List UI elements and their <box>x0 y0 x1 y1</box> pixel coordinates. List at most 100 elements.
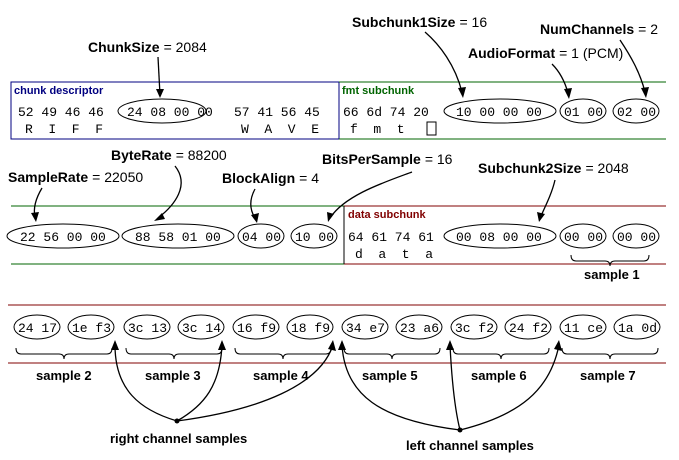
subchunk1-size-annotation: Subchunk1Size= 16 <box>352 14 487 98</box>
sample-1-label: sample 1 <box>584 267 640 282</box>
audio-format-ellipse <box>559 98 607 124</box>
riff-bytes: 52 49 46 46 <box>18 105 104 120</box>
chunk-descriptor-section: chunk descriptor <box>10 81 340 140</box>
right-arrowhead-1 <box>111 340 119 350</box>
sample-byte-ellipse <box>613 314 661 340</box>
sample1-right-bytes: 00 00 <box>617 230 656 245</box>
sample-byte-ellipse <box>504 314 552 340</box>
sample-byte: 24 f2 <box>509 321 548 336</box>
subchunk1-size-value: = 16 <box>459 14 487 30</box>
space-char-box <box>426 121 437 136</box>
num-channels-ellipse <box>612 98 660 124</box>
sample-byte-ellipse <box>13 314 61 340</box>
sample-rate-ellipse <box>6 223 120 249</box>
audio-format-arrowhead <box>564 88 572 99</box>
left-channel-arrow-1 <box>341 344 461 431</box>
block-align-name: BlockAlign <box>222 170 295 186</box>
sample-byte-ellipse <box>67 314 115 340</box>
subchunk2-size-arrowhead <box>537 212 545 222</box>
left-channel-arrow-2 <box>449 344 461 431</box>
sample1-right-ellipse <box>612 223 660 249</box>
block-align-annotation: BlockAlign= 4 <box>222 170 319 223</box>
right-channel-arrow-1 <box>114 344 178 422</box>
chunk-descriptor-label: chunk descriptor <box>14 85 104 97</box>
sample1-left-ellipse <box>559 223 607 249</box>
right-channel-arrow-2 <box>176 344 223 422</box>
sample-byte-ellipse <box>177 314 225 340</box>
svg-text:Subchunk1Size= 16: Subchunk1Size= 16 <box>352 14 487 30</box>
subchunk2-size-arrow <box>539 179 556 219</box>
sample-byte-ellipse <box>450 314 498 340</box>
fmt-chars: f m t <box>350 122 405 137</box>
sample-byte-ellipse <box>232 314 280 340</box>
sample-6-label: sample 6 <box>471 368 527 383</box>
num-channels-arrowhead <box>641 87 649 98</box>
fmt-subchunk-label: fmt subchunk <box>342 85 415 97</box>
chunk-size-name: ChunkSize <box>88 39 160 55</box>
subchunk2-size-bytes: 00 08 00 00 <box>456 230 542 245</box>
right-arrowhead-3 <box>328 340 336 351</box>
chunk-size-annotation: ChunkSize= 2084 <box>88 39 207 98</box>
left-arrowhead-3 <box>554 340 562 351</box>
byte-rate-name: ByteRate <box>111 147 172 163</box>
svg-text:AudioFormat= 1 (PCM): AudioFormat= 1 (PCM) <box>468 45 623 61</box>
sample-rate-bytes: 22 56 00 00 <box>20 230 106 245</box>
byte-rate-bytes: 88 58 01 00 <box>135 230 221 245</box>
subchunk2-size-annotation: Subchunk2Size= 2048 <box>478 160 629 222</box>
block-align-ellipse <box>237 223 285 249</box>
left-channel-pointers: left channel samples <box>338 340 562 453</box>
num-channels-value: = 2 <box>638 21 658 37</box>
subchunk2-size-ellipse <box>443 223 557 249</box>
bits-per-sample-ellipse <box>290 223 338 249</box>
block-align-bytes: 04 00 <box>242 230 281 245</box>
fmt-id-bytes: 66 6d 74 20 <box>343 105 429 120</box>
wave-chars: W A V E <box>241 122 319 137</box>
row3-braces <box>15 347 659 360</box>
audio-format-value: = 1 (PCM) <box>559 45 623 61</box>
sample-4-brace <box>234 347 332 360</box>
audio-format-annotation: AudioFormat= 1 (PCM) <box>468 45 623 99</box>
byte-rate-value: = 88200 <box>176 147 227 163</box>
fmt-subchunk-section-2 <box>11 205 344 265</box>
right-arrowhead-2 <box>218 340 226 350</box>
sample-7-brace <box>561 347 659 360</box>
subchunk1-size-name: Subchunk1Size <box>352 14 456 30</box>
byte-rate-arrowhead <box>154 213 165 221</box>
bits-per-sample-bytes: 10 00 <box>295 230 334 245</box>
byte-rate-annotation: ByteRate= 88200 <box>111 147 227 221</box>
sample-byte: 3c 14 <box>182 321 221 336</box>
data-id-bytes: 64 61 74 61 <box>348 230 434 245</box>
wave-bytes: 57 41 56 45 <box>234 105 320 120</box>
bits-per-sample-name: BitsPerSample <box>322 151 421 167</box>
sample-byte-ellipse <box>341 314 389 340</box>
svg-text:BlockAlign= 4: BlockAlign= 4 <box>222 170 319 186</box>
sample-byte: 1a 0d <box>618 321 657 336</box>
svg-text:BitsPerSample= 16: BitsPerSample= 16 <box>322 151 453 167</box>
fmt-subchunk-section-1: fmt subchunk <box>339 81 666 140</box>
left-arrowhead-2 <box>446 340 454 350</box>
right-channel-label: right channel samples <box>110 431 247 446</box>
sample-2-label: sample 2 <box>36 368 92 383</box>
subchunk1-size-arrow <box>424 31 463 93</box>
sample-byte-ellipse <box>123 314 171 340</box>
data-chars: d a t a <box>355 247 433 262</box>
sample-2-brace <box>15 347 113 360</box>
sample-byte: 11 ce <box>564 321 603 336</box>
num-channels-annotation: NumChannels= 2 <box>540 21 658 98</box>
data-subchunk-label: data subchunk <box>348 209 427 221</box>
chunk-size-bytes: 24 08 00 00 <box>127 105 213 120</box>
left-channel-arrow-3 <box>459 344 560 431</box>
sample-rate-name: SampleRate <box>8 169 88 185</box>
svg-text:ByteRate= 88200: ByteRate= 88200 <box>111 147 227 163</box>
sample-byte: 1e f3 <box>72 321 111 336</box>
sample1-left-bytes: 00 00 <box>564 230 603 245</box>
subchunk2-size-value: = 2048 <box>585 160 628 176</box>
subchunk1-size-arrowhead <box>458 87 466 98</box>
sample-byte-ellipse <box>559 314 607 340</box>
audio-format-name: AudioFormat <box>468 45 555 61</box>
svg-text:SampleRate= 22050: SampleRate= 22050 <box>8 169 143 185</box>
bits-per-sample-value: = 16 <box>425 151 453 167</box>
bits-per-sample-arrowhead <box>327 212 334 222</box>
